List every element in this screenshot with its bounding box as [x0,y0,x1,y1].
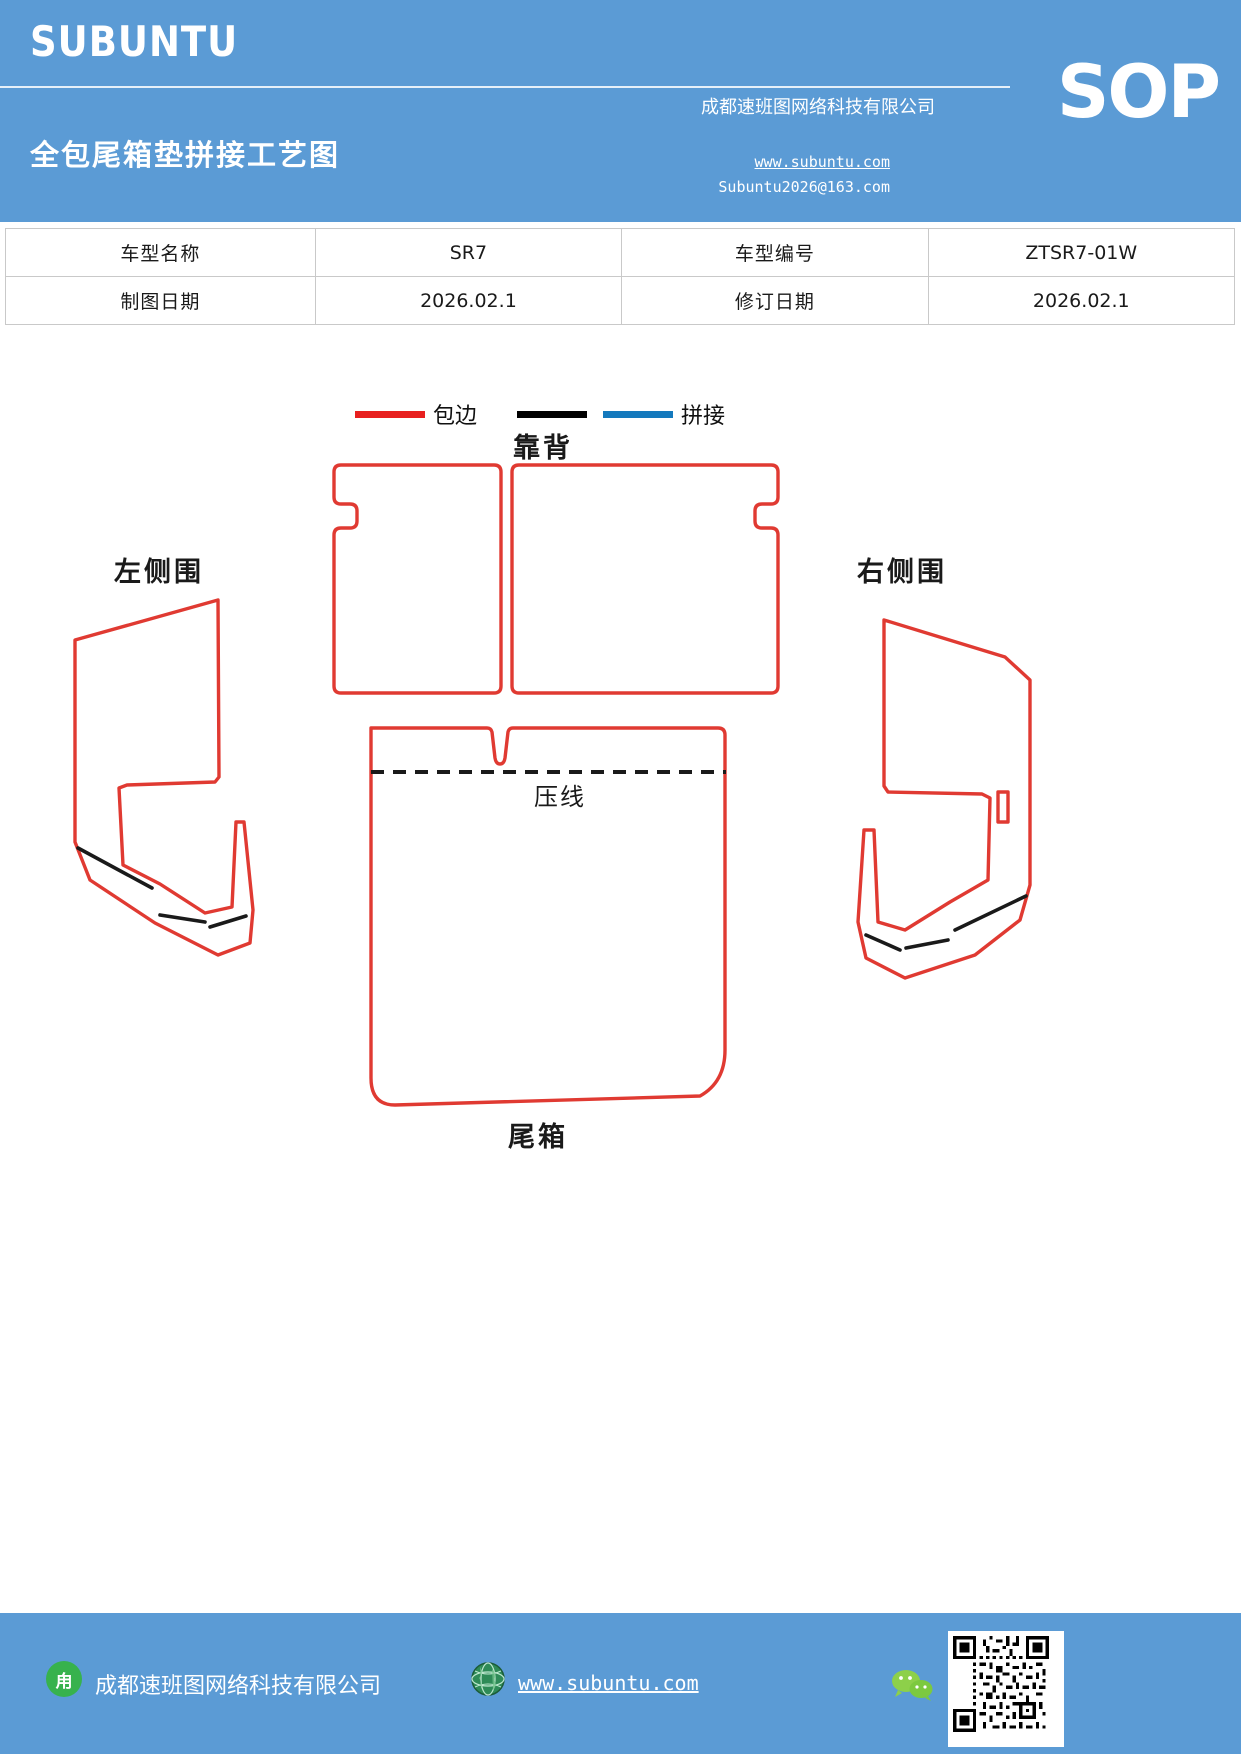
header-website-link[interactable]: www.subuntu.com [754,153,890,171]
footer-company-name: 成都速班图网络科技有限公司 [95,1674,382,1699]
brand-logo: SUBUNTU [30,18,239,67]
shape-right-side [856,618,1032,980]
page-footer: 甪 成都速班图网络科技有限公司 www.subuntu.com [0,1613,1241,1754]
qr-code [948,1631,1064,1747]
globe-icon [471,1662,505,1696]
wechat-icon [892,1670,933,1701]
legend-label-seam: 拼接 [681,404,726,429]
drawing-legend: 包边 拼接 [355,398,765,430]
label-backrest: 靠背 [513,433,573,464]
label-right-side: 右侧围 [857,557,947,588]
page-title: 全包尾箱垫拼接工艺图 [30,138,341,172]
legend-swatch-seam-blue [603,410,674,418]
legend-swatch-binding [355,410,425,418]
vehicle-info-table: 车型名称 SR7 车型编号 ZTSR7-01W 制图日期 2026.02.1 修… [5,228,1236,325]
drawing-svg [73,463,1032,1107]
header-email: Subuntu2026@163.com [718,178,890,196]
cell-draw-date-label: 制图日期 [5,276,316,325]
cell-draw-date-value: 2026.02.1 [314,276,623,325]
header-company-name: 成都速班图网络科技有限公司 [701,97,935,118]
company-badge-icon: 甪 [46,1661,82,1697]
cell-model-name-label: 车型名称 [5,228,316,277]
legend-swatch-seam-black [517,410,588,418]
label-trunk: 尾箱 [508,1122,568,1153]
shape-backrest-left [332,463,503,695]
shape-trunk [369,726,727,1107]
seam-left-lower [76,846,154,890]
shape-backrest-right [510,463,780,695]
shape-left-side [73,598,255,957]
seam-right-foot [864,933,902,952]
footer-website-link[interactable]: www.subuntu.com [518,1671,699,1695]
label-crease: 压线 [534,783,586,811]
seam-right-inner [904,938,950,950]
cell-revise-date-label: 修订日期 [621,276,929,325]
page-header: SUBUNTU 成都速班图网络科技有限公司 www.subuntu.com Su… [0,0,1241,222]
seam-left-foot [208,914,248,929]
sop-badge: SOP [1056,50,1221,135]
cell-revise-date-value: 2026.02.1 [927,276,1236,325]
table-row: 制图日期 2026.02.1 修订日期 2026.02.1 [5,276,1236,325]
label-left-side: 左侧围 [114,557,204,588]
process-drawing: 靠背 左侧围 右侧围 尾箱 压线 [0,410,1241,1210]
seam-right-lower [953,894,1028,932]
legend-label-binding: 包边 [433,404,478,429]
seam-left-inner [158,913,207,924]
cell-model-code-label: 车型编号 [621,228,929,277]
header-divider [0,86,1010,88]
cell-model-code-value: ZTSR7-01W [927,228,1236,277]
cell-model-name-value: SR7 [314,228,623,277]
table-row: 车型名称 SR7 车型编号 ZTSR7-01W [5,228,1236,277]
shape-right-side-handle [996,790,1010,824]
